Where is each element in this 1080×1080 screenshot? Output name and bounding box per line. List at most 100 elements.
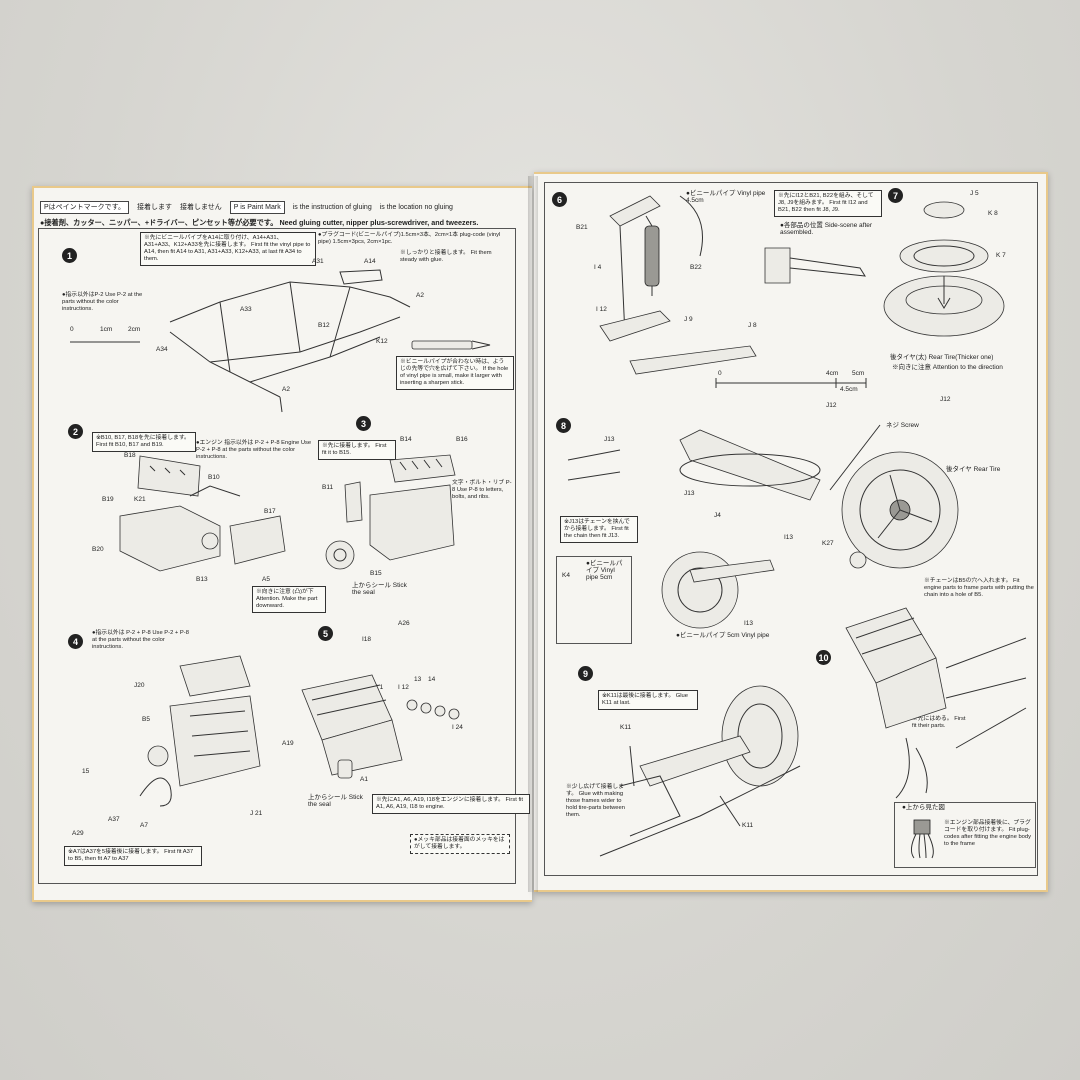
label-b13: B13 — [196, 576, 208, 583]
step-5-note: ※先にA1, A6, A19, I18をエンジンに接着します。 First fi… — [372, 794, 530, 814]
label-j4: J4 — [714, 512, 721, 519]
step-7-attention: ※向きに注意 Attention to the direction — [892, 364, 1003, 371]
scale6-45: 4.5cm — [840, 386, 858, 393]
label-j12-b: J12 — [940, 396, 951, 403]
step-6-scale-line — [715, 378, 867, 388]
label-j9: J 9 — [684, 316, 693, 323]
label-b15: B15 — [370, 570, 382, 577]
step-8-rear-tire: 後タイヤ Rear Tire — [946, 466, 1001, 473]
engine-assembly-drawing — [139, 655, 261, 807]
step-10-fit: ※先にはめる。 First fit their parts. — [912, 716, 966, 729]
top-view-box — [894, 802, 1036, 868]
chain-swingarm-drawing — [567, 424, 959, 629]
label-j13-a: J13 — [604, 436, 615, 443]
side-scene-drawing — [764, 247, 866, 284]
vinyl-detail-box — [556, 556, 632, 644]
label-i13-b: I13 — [744, 620, 754, 627]
step-10-note: ※チェーンはB5の穴へ入れます。 Fit engine parts to fra… — [924, 578, 1034, 598]
paint-mark-legend: Pはペイントマークです。 — [40, 200, 129, 214]
scale-1cm: 1cm — [100, 326, 113, 333]
label-j13-b: J13 — [684, 490, 695, 497]
label-k12: K12 — [376, 338, 388, 345]
label-b21: B21 — [576, 224, 588, 231]
label-15: 15 — [82, 768, 90, 775]
step-1-note: ※先にビニールパイプをA14に取り付け、A14+A31、A31+A33、K12+… — [140, 232, 316, 266]
label-b11: B11 — [322, 484, 334, 491]
step-1-number: 1 — [62, 248, 77, 263]
label-i12: I 12 — [398, 684, 409, 691]
label-14: 14 — [428, 676, 436, 683]
label-a34: A34 — [156, 346, 168, 353]
step-3-seal: 上からシール Stick the seal — [352, 582, 407, 596]
frame-wheel-drawing — [599, 685, 801, 857]
engine-side-drawing — [301, 674, 460, 779]
step-2-number: 2 — [68, 424, 83, 439]
step-10-plug: ※エンジン部品接着後に、プラグコードを取り付けます。 Fit plug-code… — [944, 820, 1032, 847]
label-b18: B18 — [124, 452, 136, 459]
label-a29: A29 — [72, 830, 84, 837]
label-j8: J 8 — [748, 322, 757, 329]
step-6-position: ●各部品の位置 Side-scene after assembled. — [780, 222, 873, 236]
label-a14: A14 — [364, 258, 376, 265]
step-1-paint-note: ●指示以外はP-2 Use P-2 at the parts without t… — [62, 292, 143, 312]
step-10-top-view: ●上から見た図 — [902, 804, 945, 811]
step-8-screw: ネジ Screw — [886, 422, 919, 429]
frame-chassis-drawing — [70, 269, 411, 413]
label-13: 13 — [414, 676, 422, 683]
step-9-note: ※K11は最後に接着します。 Glue K11 at last. — [598, 690, 698, 710]
label-a7: A7 — [140, 822, 148, 829]
step-2-note: ※B10, B17, B18を先に接着します。 First fit B10, B… — [92, 432, 196, 452]
label-j5: J 5 — [970, 190, 979, 197]
step-2-attention: ※向きに注意 (凸)が下 Attention. Make the part do… — [252, 586, 326, 613]
label-b12: B12 — [318, 322, 330, 329]
paint-mark-legend-en: P is Paint Mark — [229, 200, 285, 214]
step-frame-left — [38, 228, 516, 884]
engine-frame-assembly-drawing — [845, 607, 1027, 799]
plug-code-icon — [910, 819, 934, 859]
step-1-fit: ※しっかりと接着します。 Fit them steady with glue. — [400, 250, 492, 263]
scale6-0: 0 — [718, 370, 722, 377]
plated-parts-note: ●メッキ部品は接着面のメッキをはがして接着します。 — [410, 834, 510, 854]
label-b22: B22 — [690, 264, 702, 271]
book-spine — [528, 176, 538, 892]
step-8-vinyl-bottom: ●ビニールパイプ 5cm Vinyl pipe — [676, 632, 770, 639]
step-9-number: 9 — [578, 666, 593, 681]
label-k21: K21 — [134, 496, 146, 503]
step-6-number: 6 — [552, 192, 567, 207]
label-i24: I 24 — [452, 724, 463, 731]
label-b19: B19 — [102, 496, 114, 503]
label-j12-a: J12 — [826, 402, 837, 409]
step-8-number: 8 — [556, 418, 571, 433]
tools-required: ●接着剤、カッター、ニッパー、+ドライバー、ピンセット等が必要です。 Need … — [40, 218, 479, 227]
step-7-number: 7 — [888, 188, 903, 203]
swingarm-drawing — [599, 195, 757, 375]
label-i12-r: I 12 — [596, 306, 607, 313]
label-i4: I 4 — [594, 264, 602, 271]
scale-2cm: 2cm — [128, 326, 141, 333]
label-a2-bottom: A2 — [282, 386, 290, 393]
scale-0: 0 — [70, 326, 74, 333]
step-7-tire: 後タイヤ(太) Rear Tire(Thicker one) — [890, 354, 994, 361]
label-i13-a: I13 — [784, 534, 794, 541]
scale6-4: 4cm — [826, 370, 839, 377]
label-b14: B14 — [400, 436, 412, 443]
label-b10: B10 — [208, 474, 220, 481]
glue-legend-jp: 接着します — [136, 204, 172, 211]
step-8-vinyl-box: ●ビニールパイプ Vinyl pipe 5cm — [586, 560, 623, 581]
step-8-chain-note: ※J13はチェーンを挟んでから接着します。 First fit the chai… — [560, 516, 638, 543]
label-a2-top: A2 — [416, 292, 424, 299]
step-4-number: 4 — [68, 634, 83, 649]
label-k4: K4 — [562, 572, 570, 579]
step-4-paint-note: ●指示以外は P-2 + P-8 Use P-2 + P-8 at the pa… — [92, 630, 189, 650]
step-6-note: ※先にI12とB21, B22を組み、そしてJ8, J9を組みます。 First… — [774, 190, 882, 217]
engine-block-drawing — [325, 454, 456, 570]
glue-legend-en: is the instruction of gluing — [292, 203, 372, 211]
label-a1: A1 — [360, 776, 368, 783]
step-frame-right — [544, 182, 1038, 876]
step-1-plug: ●プラグコード(ビニールパイプ)1.5cm×3本、2cm×1本 plug-cod… — [318, 232, 501, 245]
rear-tire-drawing — [883, 201, 1005, 337]
vinyl-pipe-stick-icon — [411, 340, 491, 350]
label-a37: A37 — [108, 816, 120, 823]
label-b16: B16 — [456, 436, 468, 443]
label-i18: I18 — [362, 636, 372, 643]
